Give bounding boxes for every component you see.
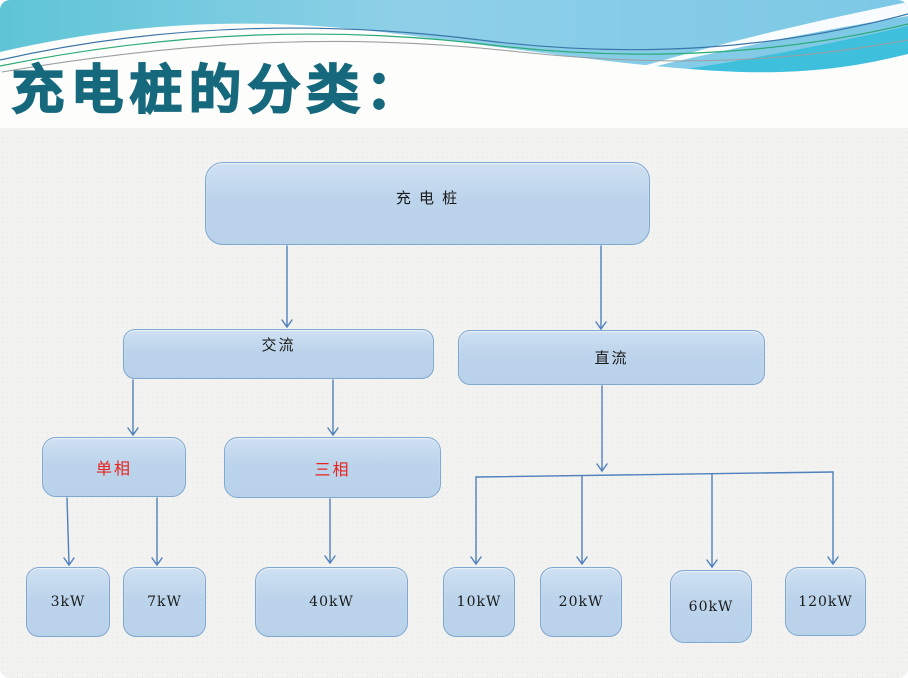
node-three-phase: 三相: [224, 437, 441, 498]
node-ac: 交流: [123, 329, 434, 379]
node-40kw: 40kW: [255, 567, 408, 637]
connector-single-7kw: [151, 497, 163, 567]
node-charging-pile: 充 电 桩: [205, 162, 650, 245]
node-120kw: 120kW: [785, 567, 866, 636]
node-120kw-label: 120kW: [798, 593, 853, 610]
node-10kw: 10kW: [443, 567, 515, 637]
node-ac-label: 交流: [261, 337, 296, 354]
node-charging-pile-label: 充 电 桩: [395, 190, 460, 207]
node-7kw: 7kW: [123, 567, 206, 637]
connector-dc-120kw: [827, 471, 839, 566]
node-10kw-label: 10kW: [456, 594, 502, 610]
node-7kw-label: 7kW: [147, 594, 182, 610]
connector-dc-manifold: [475, 471, 834, 478]
connector-ac-single: [127, 379, 139, 437]
connector-dc-60kw: [706, 473, 718, 569]
node-3kw: 3kW: [26, 567, 110, 637]
node-60kw-label: 60kW: [688, 598, 734, 615]
node-3kw-label: 3kW: [50, 594, 86, 610]
node-dc-label: 直流: [594, 350, 629, 367]
connector-dc-20kw: [576, 475, 588, 566]
page-title: 充电桩的分类：: [11, 60, 426, 122]
connector-single-3kw: [63, 497, 75, 567]
connector-dc-10kw: [470, 476, 482, 566]
thin-blue-line: [0, 13, 908, 61]
thin-green-line: [0, 23, 908, 67]
connector-three-40kw: [324, 498, 336, 565]
node-60kw: 60kW: [670, 570, 752, 643]
node-dc: 直流: [458, 330, 765, 385]
connector-root-ac: [281, 245, 293, 329]
white-wave: [0, 23, 908, 128]
node-20kw-label: 20kW: [558, 594, 604, 610]
connector-dc-stem: [596, 385, 608, 473]
connector-ac-three: [327, 379, 339, 437]
connector-root-dc: [595, 245, 607, 331]
node-single-phase-label: 单相: [95, 461, 132, 478]
header-wave-decoration: [0, 0, 908, 128]
node-40kw-label: 40kW: [309, 594, 354, 610]
node-single-phase: 单相: [42, 437, 186, 497]
node-three-phase-label: 三相: [314, 461, 351, 479]
node-20kw: 20kW: [540, 567, 622, 637]
thin-gray-line: [1, 39, 908, 73]
